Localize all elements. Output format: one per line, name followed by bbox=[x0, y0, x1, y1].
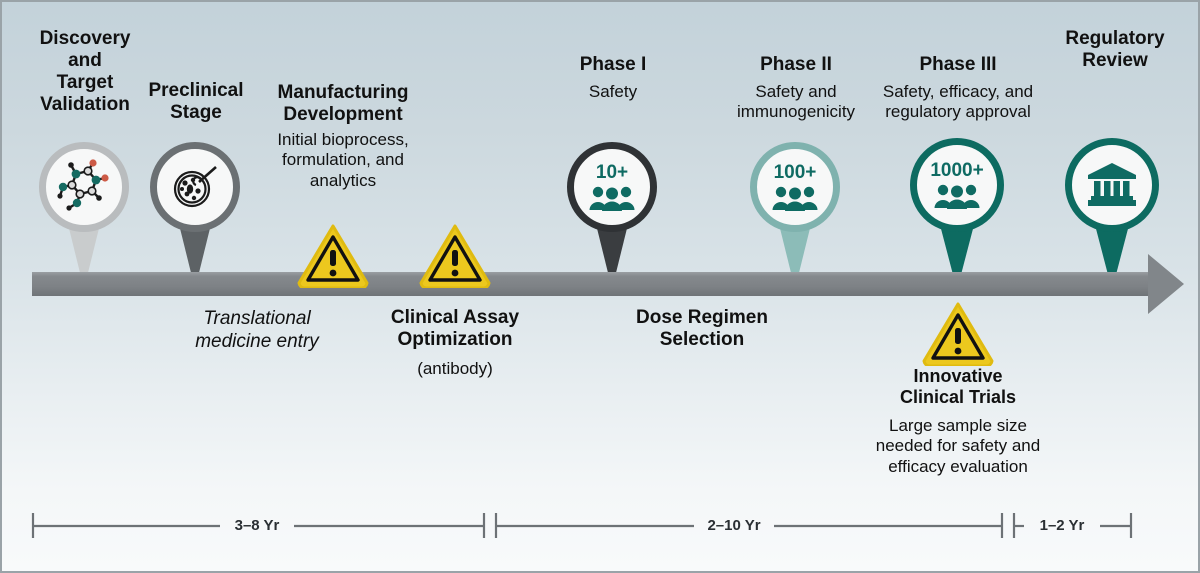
duration-label-review: 1–2 Yr bbox=[1039, 517, 1085, 534]
duration-label-preclinical: 3–8 Yr bbox=[234, 517, 280, 534]
participant-count-phase-3: 1000+ bbox=[930, 160, 984, 181]
pin-regulatory-review[interactable] bbox=[1065, 138, 1159, 290]
manufacturing-warning[interactable] bbox=[296, 222, 370, 293]
pin-phase-3[interactable]: 1000+ bbox=[910, 138, 1004, 290]
stage-subtitle-phase-3: Safety, efficacy, and regulatory approva… bbox=[882, 82, 1034, 122]
timeline-arrowhead bbox=[1148, 254, 1184, 314]
pin-circle-preclinical bbox=[150, 142, 240, 232]
petri-dish-icon bbox=[173, 166, 217, 208]
participant-count-phase-1: 10+ bbox=[595, 162, 629, 183]
stage-label-regulatory-review: Regulatory Review bbox=[1040, 28, 1190, 72]
duration-label-clinical: 2–10 Yr bbox=[707, 517, 761, 534]
annotation-manufacturing: Manufacturing Development Initial biopro… bbox=[245, 82, 441, 191]
clinical-assay-title: Clinical Assay Optimization bbox=[390, 307, 520, 351]
stage-title-phase-1: Phase I bbox=[579, 54, 647, 75]
people-group-icon bbox=[934, 184, 980, 209]
manufacturing-title: Manufacturing Development bbox=[277, 82, 409, 126]
government-building-icon bbox=[1088, 163, 1136, 206]
clinical-assay-note: (antibody) bbox=[417, 359, 493, 379]
annotation-dose-regimen: Dose Regimen Selection bbox=[607, 307, 797, 351]
innovative-trials-subtitle: Large sample size needed for safety and … bbox=[875, 415, 1041, 476]
pin-phase-1[interactable]: 10+ bbox=[567, 142, 657, 289]
stage-label-phase-2: Phase II Safety and immunogenicity bbox=[714, 54, 878, 123]
timeline-bar bbox=[32, 272, 1162, 296]
stage-title-phase-3: Phase III bbox=[919, 54, 997, 75]
innovative-trials-warning[interactable] bbox=[921, 300, 995, 371]
stage-subtitle-phase-1: Safety bbox=[588, 82, 638, 102]
pin-preclinical[interactable] bbox=[150, 142, 240, 289]
pin-circle-phase-3: 1000+ bbox=[910, 138, 1004, 232]
pin-circle-phase-2: 100+ bbox=[750, 142, 840, 232]
translational-text: Translational medicine entry bbox=[195, 308, 319, 353]
molecule-icon bbox=[57, 159, 109, 211]
annotation-translational: Translational medicine entry bbox=[162, 307, 352, 353]
people-group-icon bbox=[589, 186, 635, 211]
pin-circle-discovery bbox=[39, 142, 129, 232]
clinical-assay-warning[interactable] bbox=[418, 222, 492, 293]
stage-label-phase-1: Phase I Safety bbox=[537, 54, 689, 102]
innovative-trials-title: Innovative Clinical Trials bbox=[899, 366, 1017, 407]
pin-circle-regulatory-review bbox=[1065, 138, 1159, 232]
stage-label-discovery: Discovery and Target Validation bbox=[10, 28, 160, 116]
participant-count-phase-2: 100+ bbox=[773, 162, 817, 183]
stage-title-regulatory-review: Regulatory Review bbox=[1065, 28, 1165, 72]
stage-label-preclinical: Preclinical Stage bbox=[122, 80, 270, 124]
manufacturing-subtitle: Initial bioprocess, formulation, and ana… bbox=[277, 130, 409, 190]
pin-discovery[interactable] bbox=[39, 142, 129, 289]
stage-title-discovery: Discovery and Target Validation bbox=[39, 28, 131, 116]
stage-label-phase-3: Phase III Safety, efficacy, and regulato… bbox=[864, 54, 1052, 123]
stage-title-phase-2: Phase II bbox=[760, 54, 832, 75]
stage-subtitle-phase-2: Safety and immunogenicity bbox=[736, 82, 856, 122]
stage-title-preclinical: Preclinical Stage bbox=[148, 80, 244, 124]
dose-regimen-title: Dose Regimen Selection bbox=[636, 307, 768, 351]
pin-circle-phase-1: 10+ bbox=[567, 142, 657, 232]
annotation-clinical-assay: Clinical Assay Optimization (antibody) bbox=[360, 307, 550, 379]
people-group-icon bbox=[772, 186, 818, 211]
pin-phase-2[interactable]: 100+ bbox=[750, 142, 840, 289]
annotation-innovative-trials: Innovative Clinical Trials Large sample … bbox=[862, 366, 1054, 477]
